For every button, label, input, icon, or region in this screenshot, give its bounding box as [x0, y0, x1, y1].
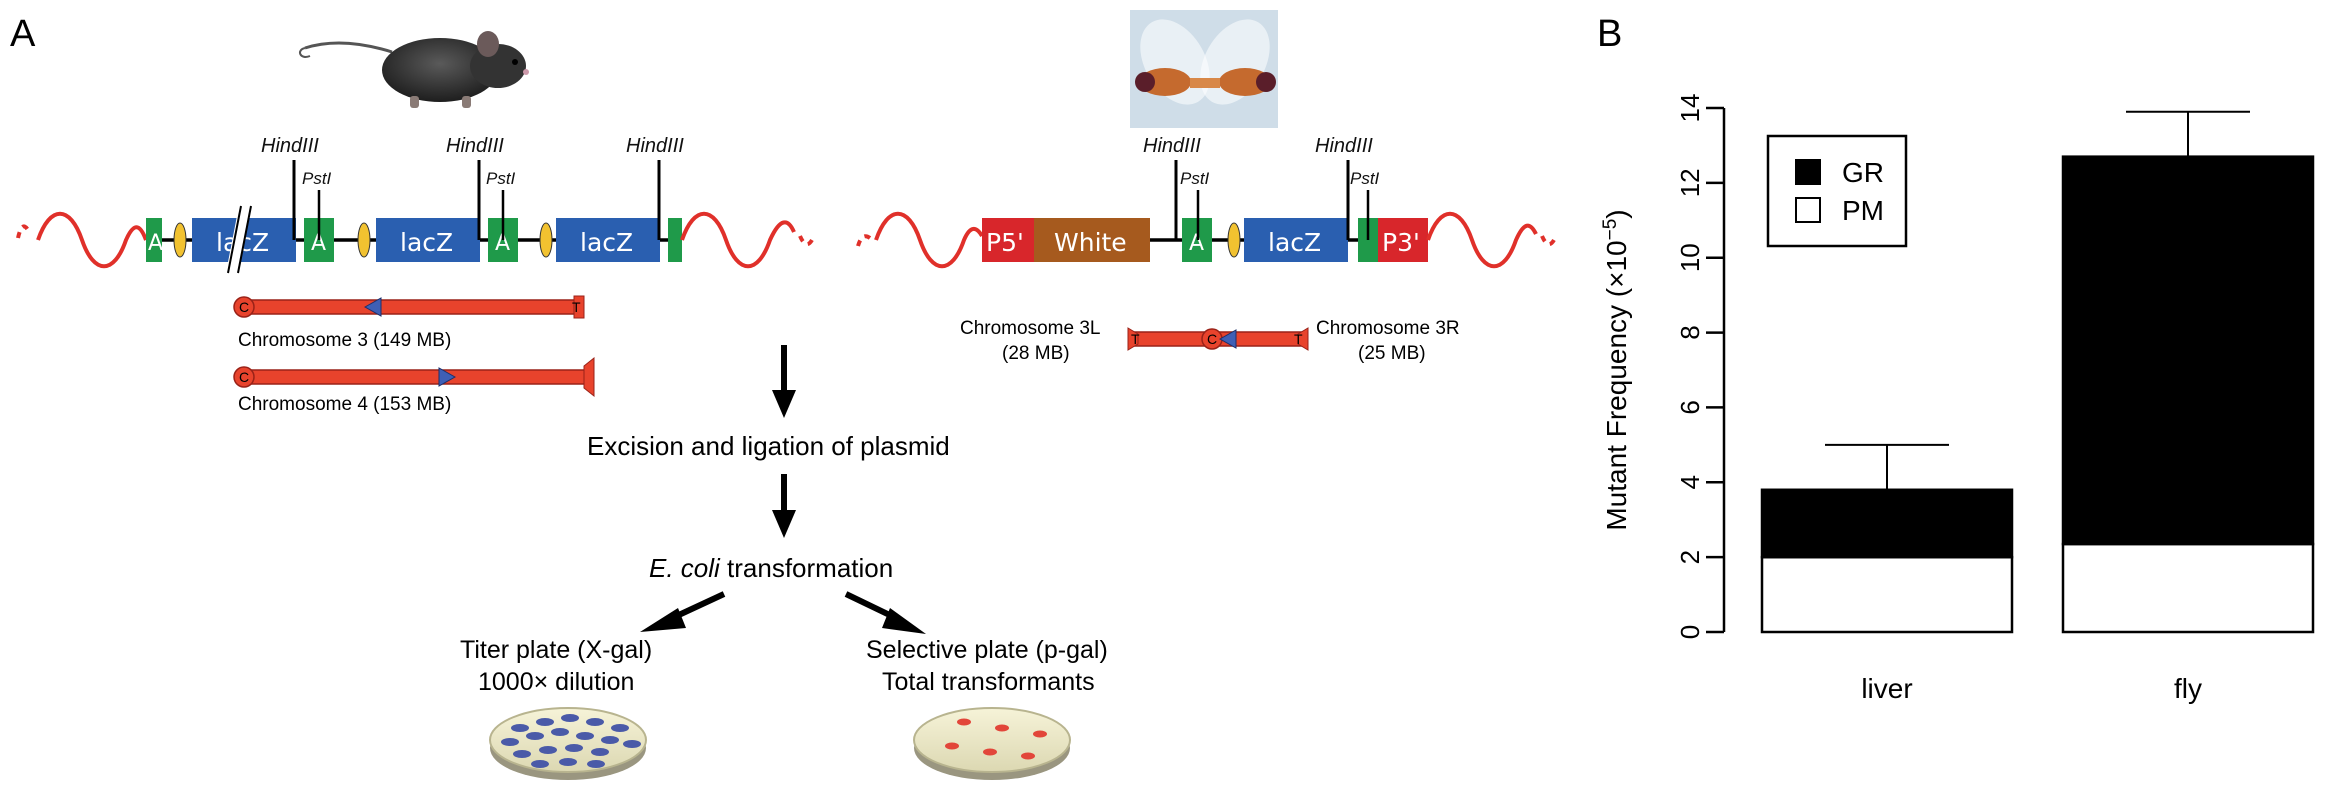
- fly-chr3-centromere: C: [1207, 331, 1217, 347]
- fly-ori-label-1: A: [1189, 231, 1204, 256]
- mouse-image: [299, 31, 529, 108]
- legend-label-gr: GR: [1842, 157, 1884, 188]
- fly-chr3r-label: Chromosome 3R: [1316, 318, 1460, 339]
- mouse-genomic-flank-right: [680, 211, 814, 269]
- fly-psti-site-1: PstI: [1180, 169, 1210, 188]
- selective-plate-label: Selective plate (p-gal): [866, 636, 1108, 664]
- y-tick-label: 10: [1675, 243, 1705, 272]
- selective-plate-total: Total transformants: [882, 668, 1095, 696]
- titer-plate-image: [489, 707, 647, 780]
- mouse-ori-label-2: A: [311, 231, 326, 256]
- fly-construct: P5' White A lacZ P3' HindIII PstI HindII…: [856, 135, 1556, 269]
- fly-psti-site-2: PstI: [1350, 169, 1380, 188]
- fly-chr3-telomere-left: T: [1131, 331, 1140, 347]
- mouse-chr3-telomere: T: [572, 299, 581, 315]
- panel-b-letter: B: [1597, 13, 1622, 55]
- y-tick-label: 14: [1675, 94, 1705, 123]
- y-tick-label: 8: [1675, 325, 1705, 339]
- fly-chromosome-3: Chromosome 3L (28 MB) T C T Chromosome 3…: [960, 318, 1460, 364]
- fly-genomic-flank-right: [1426, 211, 1556, 269]
- mouse-chr3-centromere: C: [239, 299, 249, 315]
- fly-hindiii-site-2: HindIII: [1315, 135, 1373, 157]
- mouse-chr3-label: Chromosome 3 (149 MB): [238, 330, 451, 351]
- fly-chr3r-size: (25 MB): [1358, 343, 1426, 364]
- fly-lacz-label: lacZ: [1268, 228, 1321, 257]
- y-tick-label: 12: [1675, 168, 1705, 197]
- category-label-fly: fly: [2174, 673, 2202, 704]
- flow-arrow-2: [772, 474, 796, 538]
- mouse-hindiii-site-1: HindIII: [261, 135, 319, 157]
- y-tick-label: 2: [1675, 550, 1705, 564]
- flow-arrow-selective: [844, 591, 926, 634]
- mouse-psti-site-1: PstI: [302, 169, 332, 188]
- category-labels: liver fly: [1861, 673, 2202, 704]
- chart-bars: [1760, 110, 2315, 634]
- y-tick-label: 6: [1675, 400, 1705, 414]
- fly-hindiii-site-1: HindIII: [1143, 135, 1201, 157]
- legend-swatch-pm: [1795, 197, 1821, 223]
- mouse-psti-site-2: PstI: [486, 169, 516, 188]
- fly-image: [1130, 10, 1278, 128]
- mouse-genomic-flank-left: [16, 211, 148, 269]
- mutant-frequency-chart: 0 2 4 6 8 10 12 14 Mutant Frequency (×10−5) liv…: [1600, 94, 2315, 704]
- mouse-ori-label-1: A: [148, 231, 163, 256]
- y-axis-title: Mutant Frequency (×10−5): [1600, 209, 1633, 530]
- fly-p3-label: P3': [1382, 228, 1420, 257]
- flow-arrow-1: [772, 345, 796, 418]
- mouse-hindiii-site-3: HindIII: [626, 135, 684, 157]
- y-tick-label: 4: [1675, 475, 1705, 489]
- mouse-hindiii-site-2: HindIII: [446, 135, 504, 157]
- legend-box: [1766, 134, 1908, 248]
- fly-chr3l-size: (28 MB): [1002, 343, 1070, 364]
- legend-label-pm: PM: [1842, 195, 1884, 226]
- mouse-lacz-label-2: lacZ: [400, 228, 453, 257]
- flow-step-excision: Excision and ligation of plasmid: [587, 431, 950, 461]
- titer-plate-label: Titer plate (X-gal): [460, 636, 652, 664]
- flow-arrow-titer: [640, 591, 726, 632]
- mouse-lacz-label-3: lacZ: [580, 228, 633, 257]
- mouse-construct: A lacZ A lacZ A lacZ Hin: [16, 135, 814, 275]
- titer-plate-dilution: 1000× dilution: [478, 668, 634, 696]
- legend: GR PM: [1766, 134, 1908, 248]
- legend-swatch-gr: [1795, 159, 1821, 185]
- category-label-liver: liver: [1861, 673, 1912, 704]
- bar-fly-gr: [2061, 155, 2315, 546]
- bar-fly-pm: [2061, 542, 2315, 634]
- bar-liver-pm: [1760, 555, 2014, 634]
- mouse-chr4-label: Chromosome 4 (153 MB): [238, 394, 451, 415]
- mouse-chr4-centromere: C: [239, 369, 249, 385]
- fly-chr3l-label: Chromosome 3L: [960, 318, 1100, 339]
- flow-step-transformation: E. coli transformation: [649, 553, 893, 583]
- fly-p5-label: P5': [986, 228, 1024, 257]
- mouse-chromosome-4: C Chromosome 4 (153 MB): [233, 356, 595, 415]
- selective-plate-image: [913, 707, 1071, 780]
- bar-liver-gr: [1760, 488, 2014, 559]
- mouse-ori-label-3: A: [495, 231, 510, 256]
- fly-white-label: White: [1054, 228, 1127, 257]
- panel-a-letter: A: [10, 13, 36, 55]
- y-axis-ticks: 0 2 4 6 8 10 12 14: [1675, 94, 1724, 639]
- fly-chr3-telomere-right: T: [1294, 331, 1303, 347]
- fly-genomic-flank-left: [856, 211, 984, 269]
- y-tick-label: 0: [1675, 625, 1705, 639]
- mouse-chromosome-3: C T Chromosome 3 (149 MB): [233, 295, 585, 351]
